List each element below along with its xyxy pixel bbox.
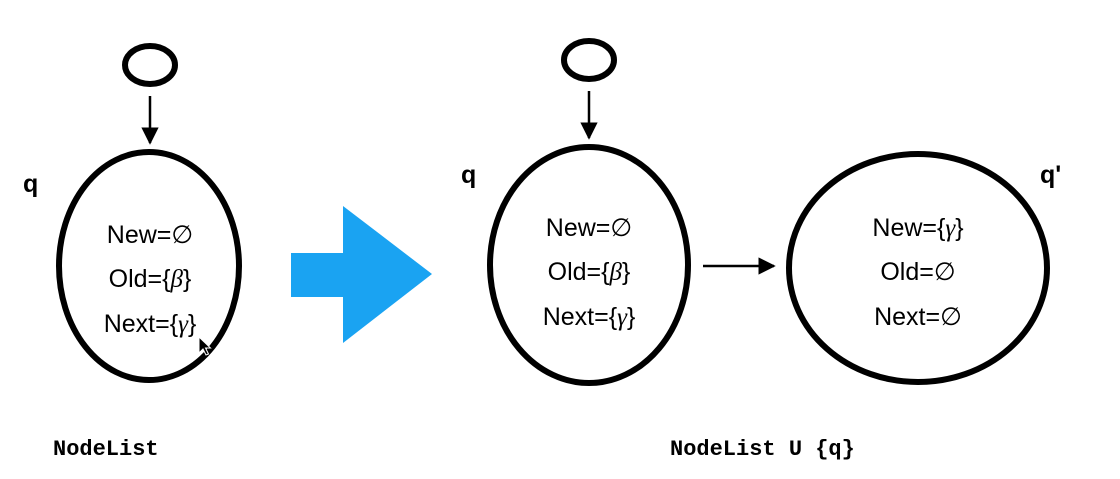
left-next-close: } xyxy=(188,310,196,338)
left-next-open: { xyxy=(170,310,178,338)
right-q-new-label: New= xyxy=(546,214,611,242)
left-initial-marker xyxy=(122,43,178,87)
left-old-row: Old={β} xyxy=(109,265,192,293)
left-old-label: Old= xyxy=(109,265,163,293)
left-node xyxy=(56,149,242,383)
left-next-value: γ xyxy=(178,311,189,338)
right-q-old-label: Old= xyxy=(548,258,602,286)
right-state-label-q: q xyxy=(461,161,476,189)
right-q-next-label: Next= xyxy=(543,303,609,331)
right-q-old-close: } xyxy=(622,258,630,286)
right-qp-next-label: Next= xyxy=(874,303,940,331)
right-q-next-open: { xyxy=(609,303,617,331)
right-q-old-row: Old={β} xyxy=(548,258,631,286)
right-qp-old-row: Old=∅ xyxy=(880,258,955,286)
right-q-old-open: { xyxy=(601,258,609,286)
right-qp-new-open: { xyxy=(937,214,945,242)
right-q-next-value: γ xyxy=(617,304,628,331)
left-next-row: Next={γ} xyxy=(104,310,197,338)
right-qp-new-value: γ xyxy=(945,215,956,242)
right-qp-new-label: New= xyxy=(872,214,937,242)
right-initial-marker xyxy=(561,38,617,82)
left-next-label: Next= xyxy=(104,310,170,338)
right-qp-new-row: New={γ} xyxy=(872,214,963,242)
right-caption: NodeList U {q} xyxy=(670,437,855,462)
right-qp-old-label: Old= xyxy=(880,258,934,286)
left-old-close: } xyxy=(183,265,191,293)
left-new-row: New=∅ xyxy=(107,221,193,249)
right-qp-new-close: } xyxy=(955,214,963,242)
left-new-value: ∅ xyxy=(171,221,193,249)
right-state-label-q-prime: q' xyxy=(1040,161,1061,189)
right-diagram: q New=∅ Old={β} Next={γ} q' New={γ} Old=… xyxy=(461,38,1061,462)
mouse-pointer-icon xyxy=(198,335,212,356)
right-qp-next-value: ∅ xyxy=(940,303,962,331)
right-qp-next-row: Next=∅ xyxy=(874,303,962,331)
left-diagram: q New=∅ Old={β} Next={γ} NodeList xyxy=(23,43,242,462)
right-q-next-row: Next={γ} xyxy=(543,303,636,331)
left-old-open: { xyxy=(162,265,170,293)
right-node-q xyxy=(487,144,691,386)
right-q-new-value: ∅ xyxy=(610,214,632,242)
left-old-value: β xyxy=(170,266,184,293)
left-new-label: New= xyxy=(107,221,172,249)
right-q-next-close: } xyxy=(627,303,635,331)
left-caption: NodeList xyxy=(53,437,159,462)
right-node-q-prime xyxy=(786,151,1050,385)
right-q-new-row: New=∅ xyxy=(546,214,632,242)
left-state-label: q xyxy=(23,170,38,198)
right-qp-old-value: ∅ xyxy=(934,258,956,286)
transition-arrow-icon xyxy=(291,206,432,343)
right-q-old-value: β xyxy=(609,259,623,286)
